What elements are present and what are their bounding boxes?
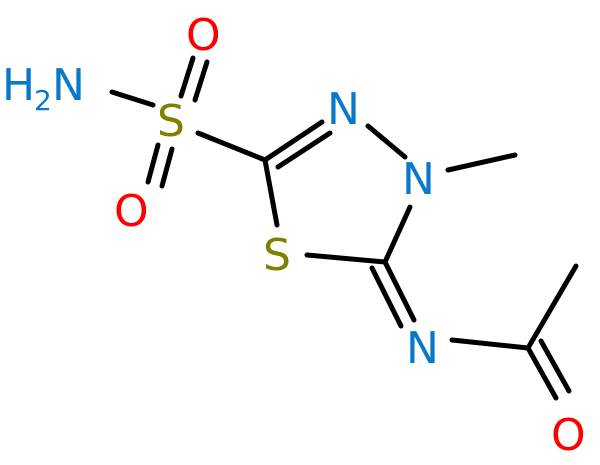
sulfonyl-s-label: S	[157, 96, 185, 147]
bond-c2-imine-b	[369, 265, 404, 329]
bond-sulfonyl-o-bottom-b	[159, 146, 175, 189]
bond-imine-carbonyl	[449, 337, 531, 351]
bond-n4-methyl	[445, 152, 518, 173]
bond-sulfonyl-o-top-a	[178, 55, 196, 99]
bond-carbonyl-o-b	[538, 338, 572, 394]
bond-s1-c5	[262, 157, 280, 228]
bond-c2-s1	[304, 252, 388, 265]
bonds	[109, 55, 579, 401]
amine-n-label: N	[52, 60, 85, 111]
atom-labels: H 2 N S O O N N S N O	[2, 10, 586, 461]
bond-c5-n3-b	[275, 130, 333, 170]
sulfonyl-o-bottom-label: O	[114, 186, 149, 237]
bond-n3-n4	[365, 123, 408, 160]
ring-n3-label: N	[327, 84, 360, 135]
amine-h-label: H	[2, 60, 35, 111]
bond-c5-n3-a	[262, 119, 325, 163]
imine-n-label: N	[406, 323, 439, 374]
bond-sulfonyl-o-top-b	[192, 59, 210, 103]
bond-n4-c2	[382, 204, 413, 265]
sulfonyl-o-top-label: O	[186, 10, 221, 61]
bond-carbonyl-o-a	[525, 345, 559, 401]
amine-subscript-label: 2	[34, 84, 52, 117]
bond-amine-sulfonyl	[109, 89, 156, 108]
ring-s1-label: S	[263, 230, 291, 281]
bond-c2-imine-a	[382, 259, 417, 323]
ring-n4-label: N	[402, 154, 435, 205]
carbonyl-o-label: O	[551, 410, 586, 461]
bond-sulfonyl-c5	[195, 130, 268, 163]
bond-sulfonyl-o-bottom-a	[145, 142, 161, 185]
bond-carbonyl-methyl	[525, 263, 579, 351]
